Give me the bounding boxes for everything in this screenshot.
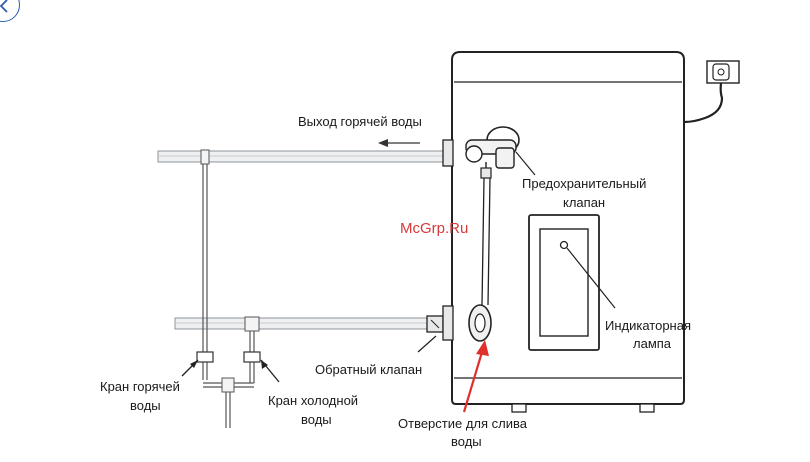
tap-pointers bbox=[181, 359, 280, 383]
safety-valve bbox=[465, 126, 520, 179]
label-indicator-lamp-line1: Индикаторная bbox=[605, 318, 691, 333]
hot-branch-pipe bbox=[196, 149, 214, 380]
label-cold-tap-line2: воды bbox=[301, 412, 332, 427]
indicator-lamp-leader bbox=[566, 247, 616, 309]
label-drain-hole-line2: воды bbox=[451, 434, 482, 449]
chevron-left-icon bbox=[0, 0, 8, 13]
hot-water-flow-arrow bbox=[378, 139, 420, 147]
cold-water-pipe bbox=[174, 317, 430, 330]
label-safety-valve-line1: Предохранительный bbox=[522, 176, 646, 191]
label-hot-water-outlet: Выход горячей воды bbox=[298, 114, 422, 129]
power-cable bbox=[683, 82, 724, 124]
power-socket bbox=[706, 60, 740, 84]
label-check-valve: Обратный клапан bbox=[315, 362, 422, 377]
check-valve-leader bbox=[417, 335, 437, 353]
drain-tube bbox=[481, 177, 491, 306]
watermark: McGrp.Ru bbox=[400, 220, 468, 237]
hot-outlet-connector bbox=[442, 139, 454, 167]
cold-branch-pipe bbox=[203, 316, 261, 428]
indicator-lamp-panel bbox=[528, 214, 600, 351]
label-safety-valve-line2: клапан bbox=[563, 195, 605, 210]
label-hot-tap-line1: Кран горячей bbox=[100, 379, 180, 394]
label-drain-hole-line1: Отверстие для слива bbox=[398, 416, 528, 431]
label-indicator-lamp-line2: лампа bbox=[633, 336, 672, 351]
label-cold-tap-line1: Кран холодной bbox=[268, 393, 358, 408]
drain-hole bbox=[468, 304, 492, 342]
safety-valve-leader bbox=[515, 151, 536, 176]
check-valve bbox=[426, 305, 454, 341]
label-hot-tap-line2: воды bbox=[130, 398, 161, 413]
drain-pointer-arrow bbox=[462, 340, 489, 413]
